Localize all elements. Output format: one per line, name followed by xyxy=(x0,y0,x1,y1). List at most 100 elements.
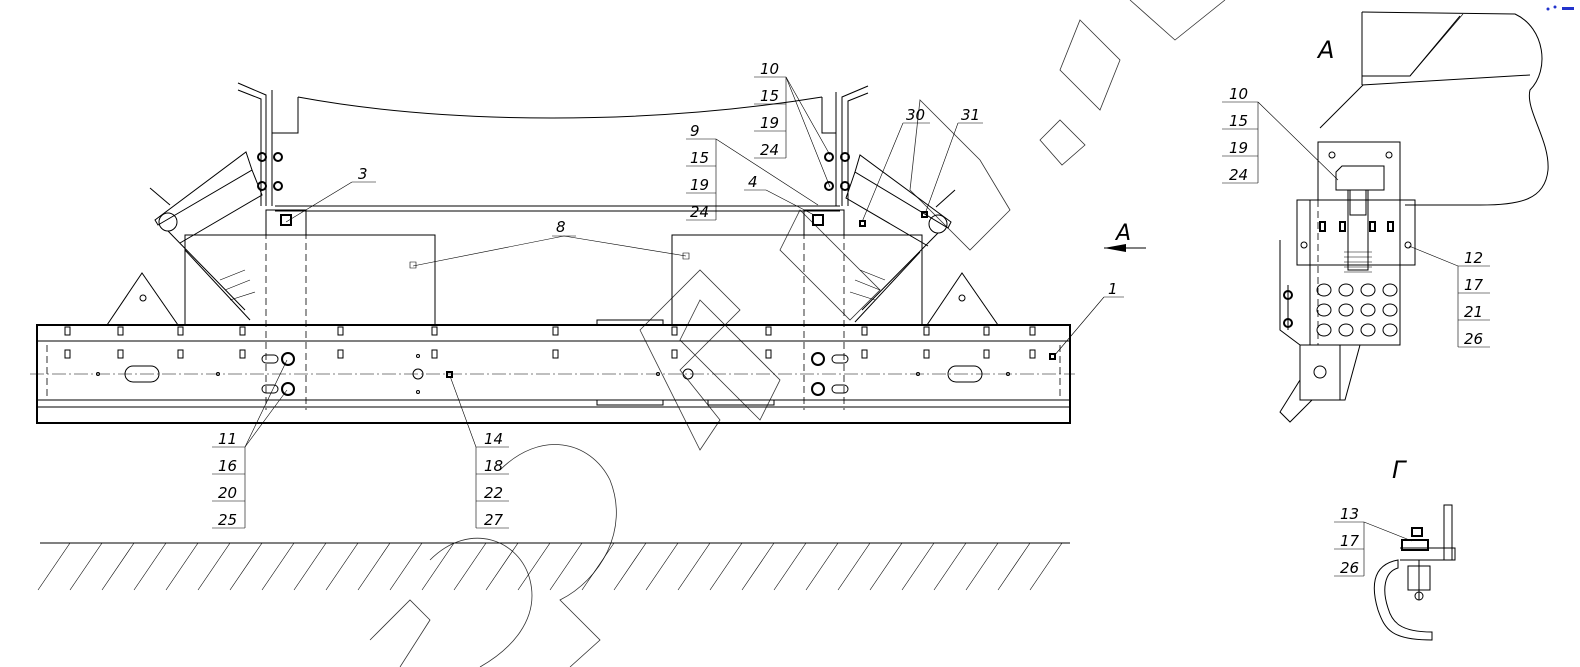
hatch-line xyxy=(965,542,999,591)
callout-14-line-2: 18 xyxy=(484,457,503,475)
side-plates xyxy=(184,209,923,326)
callout-4-label: 4 xyxy=(748,173,758,191)
callout-9-line-2: 15 xyxy=(690,149,709,167)
callout-11-line-2: 16 xyxy=(218,457,237,475)
grid-hole xyxy=(1360,303,1376,317)
view-a-callout-12-line-2: 17 xyxy=(1464,276,1484,294)
hatch-line xyxy=(901,542,935,591)
beam-slot xyxy=(861,349,868,359)
view-a-detail: A xyxy=(1279,11,1549,423)
beam-slot xyxy=(177,326,184,336)
beam-slot xyxy=(239,326,246,336)
hatch-line xyxy=(581,542,615,591)
hatch-line xyxy=(645,542,679,591)
view-a-callout-10-line-2: 15 xyxy=(1229,112,1248,130)
hatch-line xyxy=(357,542,391,591)
view-a-arrow-letter: A xyxy=(1114,221,1131,246)
view-a-indicator: A xyxy=(1104,221,1146,252)
hatch-line xyxy=(453,542,487,591)
beam-slot xyxy=(765,349,772,359)
callout-10-line-2: 15 xyxy=(760,87,779,105)
hatch-line xyxy=(741,542,775,591)
hatch-line xyxy=(37,542,71,591)
hatch-line xyxy=(197,542,231,591)
view-g-callout-13-line-2: 17 xyxy=(1340,532,1360,550)
callout-31: 31 xyxy=(924,106,983,215)
callout-14-line-1: 14 xyxy=(484,430,503,448)
view-a-callout-12: 12 17 21 26 xyxy=(1408,245,1490,348)
beam-slot xyxy=(431,349,438,359)
hatch-line xyxy=(69,542,103,591)
hatch-line xyxy=(933,542,967,591)
callout-9-line-4: 24 xyxy=(690,203,709,221)
hatch-line xyxy=(1029,542,1063,591)
view-g-callout-13-line-3: 26 xyxy=(1340,559,1359,577)
view-g-callout-13-line-1: 13 xyxy=(1340,505,1359,523)
beam-slot xyxy=(239,349,246,359)
hatch-line xyxy=(805,542,839,591)
hatch-line xyxy=(325,542,359,591)
callout-14-line-4: 27 xyxy=(484,511,504,529)
hatch-line xyxy=(613,542,647,591)
callout-11-line-1: 11 xyxy=(218,430,237,448)
callout-10: 10 15 19 24 xyxy=(754,60,831,188)
upright-bolt xyxy=(273,181,283,191)
view-a-callout-12-line-1: 12 xyxy=(1464,249,1483,267)
callout-11-line-4: 25 xyxy=(218,511,237,529)
upright-bolt xyxy=(824,152,834,162)
hatch-line xyxy=(677,542,711,591)
gussets xyxy=(106,272,999,326)
view-a-title: A xyxy=(1316,36,1334,64)
upright-bolt xyxy=(824,181,834,191)
beam-slot xyxy=(64,326,71,336)
beam-slot xyxy=(765,326,772,336)
beam-slot xyxy=(337,326,344,336)
hatch-line xyxy=(837,542,871,591)
callout-3: 3 xyxy=(285,165,376,223)
hatch-line xyxy=(229,542,263,591)
callout-1: 1 xyxy=(1049,280,1124,360)
hatch-line xyxy=(293,542,327,591)
ground xyxy=(37,542,1070,591)
beam-slot xyxy=(552,326,559,336)
beam-slot xyxy=(923,326,930,336)
beam-slot xyxy=(552,349,559,359)
hatch-line xyxy=(133,542,167,591)
grid-hole xyxy=(1338,323,1354,337)
callout-3-label: 3 xyxy=(358,165,368,183)
hatch-line xyxy=(517,542,551,591)
side-guides xyxy=(149,151,956,323)
callout-9-line-1: 9 xyxy=(690,122,700,140)
beam-slot xyxy=(983,349,990,359)
beam-slot xyxy=(861,326,868,336)
callout-9: 9 15 19 24 xyxy=(686,122,819,221)
grid-hole xyxy=(1382,303,1398,317)
hatch-line xyxy=(421,542,455,591)
view-a-callout-10-line-1: 10 xyxy=(1229,85,1248,103)
beam-slot xyxy=(1029,349,1036,359)
callout-10-line-4: 24 xyxy=(760,141,779,159)
callout-14-line-3: 22 xyxy=(484,484,503,502)
beam-slot xyxy=(671,326,678,336)
beam-slot xyxy=(983,326,990,336)
callout-1-label: 1 xyxy=(1108,280,1118,298)
view-g-callout-13: 13 17 26 xyxy=(1334,505,1413,577)
hatch-line xyxy=(773,542,807,591)
beam-slot xyxy=(117,326,124,336)
callout-14: 14 18 22 27 xyxy=(446,371,509,529)
callout-10-line-1: 10 xyxy=(760,60,779,78)
callout-11: 11 16 20 25 xyxy=(212,359,288,529)
callout-8: 8 xyxy=(412,218,687,267)
callout-8-label: 8 xyxy=(556,218,566,236)
beam-slot xyxy=(923,349,930,359)
upright-bolt xyxy=(273,152,283,162)
callout-4: 4 xyxy=(744,173,817,217)
beam-slot xyxy=(64,349,71,359)
beam-slot xyxy=(177,349,184,359)
watermark xyxy=(369,0,1226,667)
hatch-line xyxy=(261,542,295,591)
grid-hole xyxy=(1382,323,1398,337)
upright-bolt xyxy=(257,152,267,162)
view-a-callout-10-line-4: 24 xyxy=(1229,166,1248,184)
